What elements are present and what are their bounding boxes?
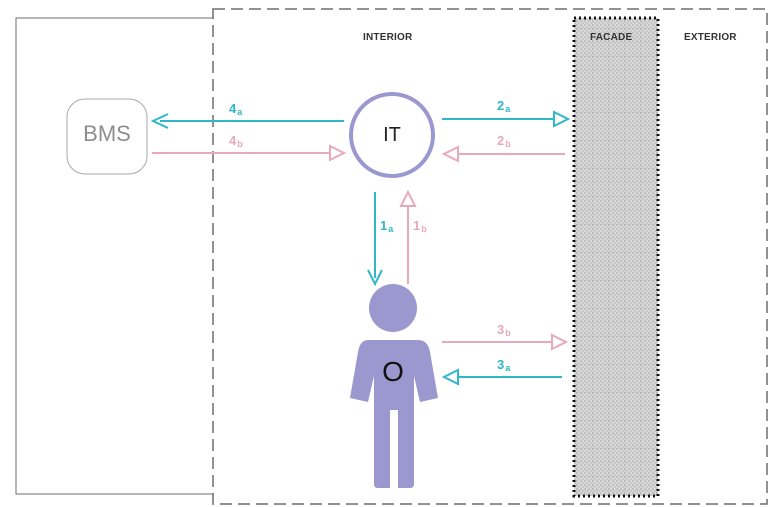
arrow-1a bbox=[367, 192, 383, 287]
arrow-3a bbox=[441, 368, 562, 386]
label-2a: 2a bbox=[497, 98, 511, 114]
label-4a: 4a bbox=[229, 101, 243, 117]
label-4b: 4b bbox=[229, 133, 243, 149]
it-label: IT bbox=[383, 124, 401, 146]
interior-label: INTERIOR bbox=[363, 32, 413, 43]
arrow-2b bbox=[441, 145, 565, 163]
arrow-1b bbox=[399, 189, 417, 284]
label-1a: 1a bbox=[380, 218, 394, 234]
it-node bbox=[349, 92, 435, 178]
arrow-3b bbox=[442, 333, 569, 351]
label-3b: 3b bbox=[497, 322, 511, 338]
arrow-4b bbox=[152, 144, 347, 162]
arrow-4a bbox=[150, 113, 344, 129]
occupant-label: O bbox=[382, 356, 404, 387]
label-2b: 2b bbox=[497, 133, 511, 149]
label-1b: 1b bbox=[413, 218, 427, 234]
exterior-label: EXTERIOR bbox=[684, 32, 737, 43]
facade-band bbox=[572, 16, 660, 498]
bms-node bbox=[66, 98, 148, 175]
bms-label: BMS bbox=[83, 121, 131, 146]
building-boundary bbox=[212, 8, 768, 505]
occupant-figure bbox=[350, 284, 438, 488]
facade-label: FACADE bbox=[590, 32, 633, 43]
label-3a: 3a bbox=[497, 357, 511, 373]
arrow-2a bbox=[442, 110, 571, 128]
